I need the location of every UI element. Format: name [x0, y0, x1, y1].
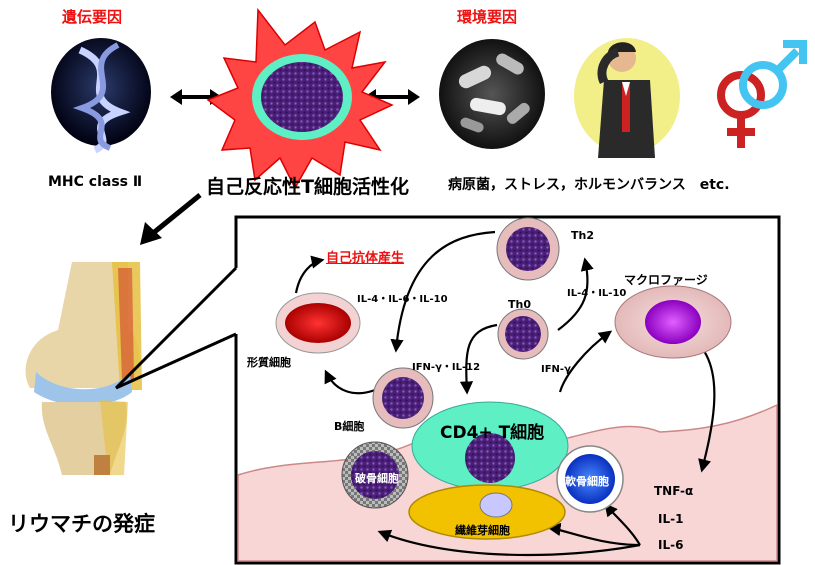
environment-factors-label: 病原菌，ストレス，ホルモンバランス etc. [448, 174, 730, 194]
b-cell [373, 368, 433, 428]
dna-sphere-icon [51, 38, 151, 150]
knee-joint-illustration [26, 262, 142, 475]
chondrocyte-label: 軟骨細胞 [565, 473, 609, 489]
tnf-alpha-label: TNF-α [654, 484, 693, 498]
il-1-label: IL-1 [658, 512, 683, 526]
macrophage-cell [615, 286, 731, 358]
activation-label: 自己反応性T細胞活性化 [206, 172, 409, 199]
mhc-class-label: MHC class Ⅱ [48, 174, 142, 190]
arrow-to-knee [140, 195, 200, 245]
cd4-t-cell [412, 402, 568, 490]
th0-label: Th0 [508, 298, 531, 311]
th2-label: Th2 [571, 229, 594, 242]
gender-symbols-icon [721, 44, 803, 148]
environment-factor-heading: 環境要因 [457, 6, 517, 27]
fibroblast-label: 繊維芽細胞 [455, 522, 510, 538]
osteoclast-label: 破骨細胞 [355, 470, 399, 486]
b-cell-label: B細胞 [334, 418, 364, 434]
il-4-6-10-label: IL-4・IL-6・IL-10 [357, 290, 448, 305]
il-6-label: IL-6 [658, 538, 683, 552]
plasma-cell [276, 293, 360, 353]
stressed-man-icon [574, 38, 680, 158]
th0-cell [498, 309, 548, 359]
cd4-t-cell-label: CD4+ T細胞 [440, 418, 544, 443]
autoantibody-label: 自己抗体産生 [326, 247, 404, 266]
plasma-cell-label: 形質細胞 [247, 354, 291, 370]
bacteria-image-icon [439, 39, 545, 149]
genetic-factor-heading: 遺伝要因 [62, 6, 122, 27]
activated-t-cell-starburst [208, 10, 392, 188]
ifn-gamma-il-12-label: IFN-γ・IL-12 [412, 358, 480, 373]
ra-onset-label: リウマチの発症 [8, 508, 155, 538]
macrophage-label: マクロファージ [624, 271, 708, 288]
th2-cell [497, 218, 559, 280]
il-4-10-label: IL-4・IL-10 [567, 284, 626, 299]
ifn-gamma-label: IFN-γ [541, 364, 571, 375]
